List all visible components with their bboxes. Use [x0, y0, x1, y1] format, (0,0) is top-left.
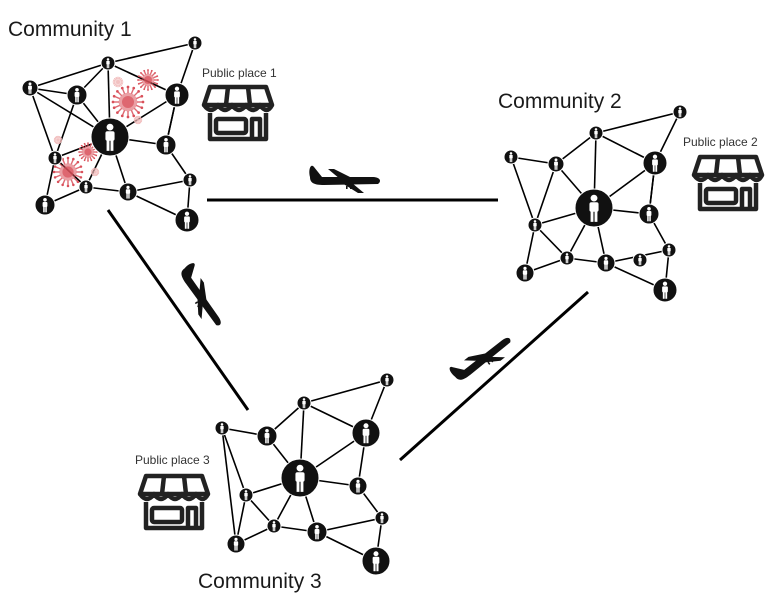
store-icon [137, 473, 211, 531]
person-icon [90, 117, 130, 157]
person-icon [100, 55, 116, 71]
community-2-edge [510, 156, 536, 226]
community-1-title: Community 1 [8, 18, 132, 41]
community-1-edge [29, 62, 109, 89]
community-3-edge [221, 427, 237, 545]
person-icon [118, 182, 138, 202]
person-icon [374, 510, 390, 526]
person-icon [638, 203, 660, 225]
person-icon [164, 82, 190, 108]
person-icon [632, 252, 648, 268]
virus-icon [90, 167, 100, 177]
community-3-edge [303, 379, 388, 404]
person-icon [306, 521, 328, 543]
community-1-edge [107, 42, 196, 64]
airplane-icon [309, 165, 380, 193]
person-icon [503, 149, 519, 165]
person-icon [574, 188, 614, 228]
person-icon [348, 476, 368, 496]
person-icon [296, 395, 312, 411]
person-icon [596, 253, 616, 273]
community-1-edge [54, 94, 78, 159]
person-icon [266, 518, 282, 534]
diagram-icons [137, 84, 765, 531]
community-3-edge [221, 427, 247, 496]
link-community-3-2 [399, 290, 589, 462]
community-3-edge [316, 517, 383, 533]
person-icon [256, 425, 278, 447]
person-icon [21, 79, 39, 97]
person-icon [379, 372, 395, 388]
person-icon [78, 179, 94, 195]
public-place-3-label: Public place 3 [135, 453, 210, 467]
airplane-icon [181, 263, 221, 326]
community-3-title: Community 3 [198, 570, 322, 593]
person-icon [672, 104, 688, 120]
community-1-edge [29, 87, 56, 159]
person-icon [214, 420, 230, 436]
community-2-edge [595, 111, 681, 134]
person-icon [642, 150, 668, 176]
public-place-1-label: Public place 1 [202, 66, 277, 80]
person-icon [174, 207, 200, 233]
store-icon [201, 84, 275, 142]
person-icon [361, 546, 391, 576]
person-icon [238, 487, 254, 503]
community-links [106, 198, 589, 462]
person-icon [351, 418, 381, 448]
public-place-2-label: Public place 2 [683, 135, 758, 149]
person-nodes [21, 35, 688, 576]
person-icon [226, 534, 246, 554]
community-2-edge [534, 163, 557, 226]
person-icon [652, 277, 678, 303]
person-icon [515, 263, 535, 283]
airplane-icon [449, 337, 511, 380]
virus-icon [137, 69, 159, 91]
virus-icon [112, 76, 124, 88]
person-icon [66, 84, 88, 106]
link-community-1-3 [106, 209, 250, 411]
community-1-edge [127, 179, 191, 193]
virus-icon [111, 85, 145, 119]
person-icon [182, 172, 198, 188]
person-icon [280, 458, 320, 498]
person-icon [547, 155, 565, 173]
person-icon [661, 242, 677, 258]
virus-icon [53, 135, 63, 145]
virus-icon [133, 115, 143, 125]
community-2-edge [534, 224, 568, 259]
person-icon [187, 35, 203, 51]
person-icon [34, 194, 56, 216]
person-icon [527, 217, 543, 233]
community-2-title: Community 2 [498, 90, 622, 113]
person-icon [559, 250, 575, 266]
store-icon [691, 154, 765, 212]
person-icon [47, 150, 63, 166]
person-icon [155, 134, 177, 156]
person-icon [588, 125, 604, 141]
